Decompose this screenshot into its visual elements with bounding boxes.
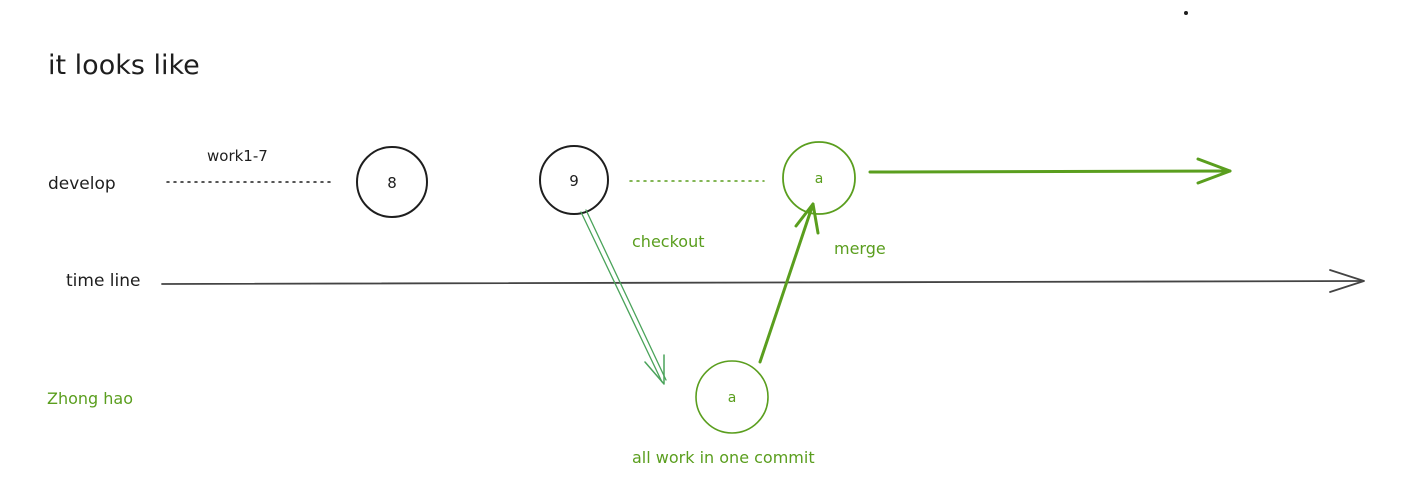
checkout-arrow	[580, 209, 667, 385]
zhong-hao-commit-circle	[695, 360, 769, 434]
merge-commit-circle	[782, 141, 856, 215]
row-label-timeline: time line	[66, 271, 141, 291]
work-range-label: work1-7	[207, 147, 268, 165]
single-commit-note: all work in one commit	[632, 448, 815, 467]
page-heading: it looks like	[48, 50, 200, 81]
row-label-develop: develop	[48, 174, 116, 194]
checkout-label: checkout	[632, 232, 704, 251]
checkout-arrow-shaft-2	[585, 209, 667, 381]
row-label-zhong-hao: Zhong hao	[47, 389, 133, 408]
commit-8: 8	[356, 146, 428, 218]
commit-9-label: 9	[569, 172, 579, 190]
commit-9: 9	[539, 145, 609, 215]
checkout-arrow-head	[644, 354, 665, 385]
merge-label: merge	[834, 239, 886, 258]
commit-8-label: 8	[387, 174, 397, 192]
develop-continue-arrow	[868, 157, 1232, 185]
stray-dot	[1184, 11, 1188, 15]
merge-arrow-head	[794, 202, 820, 235]
commit-9-circle	[539, 145, 609, 215]
merge-commit: a	[782, 141, 856, 215]
merge-arrow	[758, 202, 820, 364]
commit-8-circle	[356, 146, 428, 218]
merge-arrow-shaft	[758, 202, 815, 364]
timeline-arrow-head	[1329, 269, 1365, 293]
timeline-arrow	[161, 269, 1365, 293]
timeline-arrow-shaft	[161, 280, 1363, 285]
zhong-hao-commit: a	[695, 360, 769, 434]
checkout-arrow-shaft-1	[580, 211, 663, 383]
merge-commit-label: a	[815, 171, 824, 187]
zhong-hao-commit-label: a	[728, 390, 737, 406]
develop-continue-arrow-head	[1196, 157, 1232, 185]
develop-continue-arrow-shaft	[868, 169, 1232, 174]
